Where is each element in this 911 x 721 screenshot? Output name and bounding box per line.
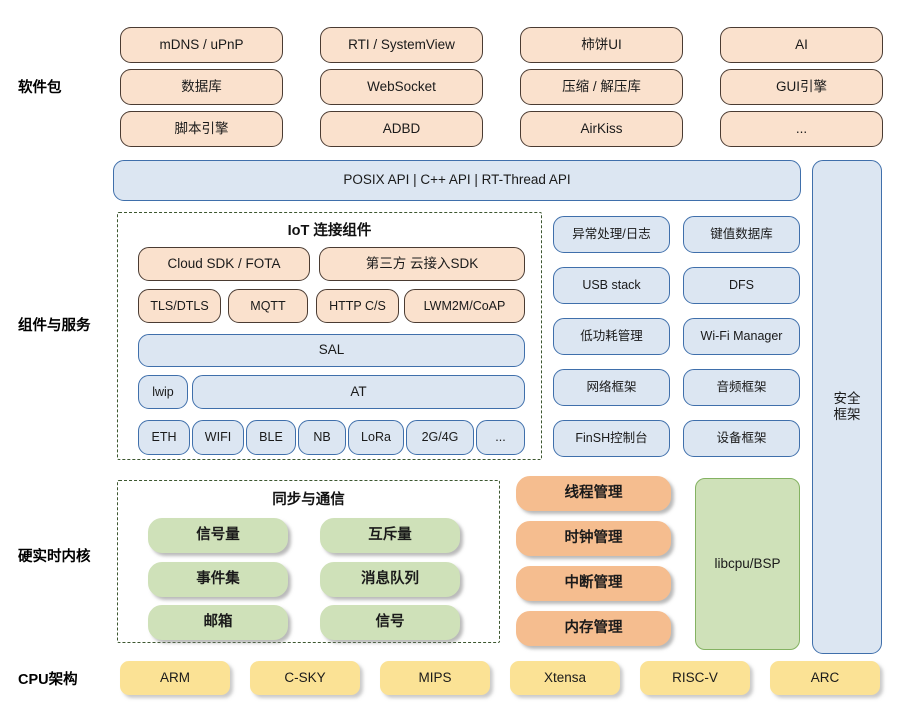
lwip-box[interactable]: lwip bbox=[138, 375, 188, 409]
link-2g-4g[interactable]: 2G/4G bbox=[406, 420, 474, 455]
link-other[interactable]: ... bbox=[476, 420, 525, 455]
component-usb-stack[interactable]: USB stack bbox=[553, 267, 670, 304]
link-eth[interactable]: ETH bbox=[138, 420, 190, 455]
row-label-cpu-architecture: CPU架构 bbox=[18, 672, 78, 688]
cpu-arch-riscv[interactable]: RISC-V bbox=[640, 661, 750, 695]
component-exception-log[interactable]: 异常处理/日志 bbox=[553, 216, 670, 253]
iot-group-title: IoT 连接组件 bbox=[287, 223, 372, 239]
component-network-framework[interactable]: 网络框架 bbox=[553, 369, 670, 406]
sync-mutex[interactable]: 互斥量 bbox=[320, 518, 460, 553]
component-audio-framework[interactable]: 音频框架 bbox=[683, 369, 800, 406]
security-framework-line2: 框架 bbox=[833, 407, 861, 422]
kernel-thread-management[interactable]: 线程管理 bbox=[516, 476, 671, 511]
software-package-item[interactable]: GUI引擎 bbox=[720, 69, 883, 105]
row-label-hard-realtime-kernel: 硬实时内核 bbox=[18, 549, 91, 565]
iot-tls-dtls[interactable]: TLS/DTLS bbox=[138, 289, 221, 323]
sync-signal[interactable]: 信号 bbox=[320, 605, 460, 640]
software-package-item[interactable]: 柿饼UI bbox=[520, 27, 683, 63]
software-package-item[interactable]: WebSocket bbox=[320, 69, 483, 105]
component-device-framework[interactable]: 设备框架 bbox=[683, 420, 800, 457]
libcpu-bsp-box[interactable]: libcpu/BSP bbox=[695, 478, 800, 650]
api-bar[interactable]: POSIX API | C++ API | RT-Thread API bbox=[113, 160, 801, 201]
sync-message-queue[interactable]: 消息队列 bbox=[320, 562, 460, 597]
iot-group-frame bbox=[117, 212, 542, 460]
sync-semaphore[interactable]: 信号量 bbox=[148, 518, 288, 553]
component-finsh-console[interactable]: FinSH控制台 bbox=[553, 420, 670, 457]
iot-mqtt[interactable]: MQTT bbox=[228, 289, 308, 323]
cpu-arch-arm[interactable]: ARM bbox=[120, 661, 230, 695]
software-package-item[interactable]: ... bbox=[720, 111, 883, 147]
row-label-components-services: 组件与服务 bbox=[18, 318, 91, 334]
iot-http-cs[interactable]: HTTP C/S bbox=[316, 289, 399, 323]
component-low-power-management[interactable]: 低功耗管理 bbox=[553, 318, 670, 355]
link-ble[interactable]: BLE bbox=[246, 420, 296, 455]
cpu-arch-mips[interactable]: MIPS bbox=[380, 661, 490, 695]
software-package-item[interactable]: mDNS / uPnP bbox=[120, 27, 283, 63]
sync-event-set[interactable]: 事件集 bbox=[148, 562, 288, 597]
cpu-arch-xtensa[interactable]: Xtensa bbox=[510, 661, 620, 695]
sync-mailbox[interactable]: 邮箱 bbox=[148, 605, 288, 640]
iot-cloud-sdk-fota[interactable]: Cloud SDK / FOTA bbox=[138, 247, 310, 281]
kernel-interrupt-management[interactable]: 中断管理 bbox=[516, 566, 671, 601]
sync-group-title: 同步与通信 bbox=[272, 492, 345, 508]
link-nb[interactable]: NB bbox=[298, 420, 346, 455]
component-kv-database[interactable]: 键值数据库 bbox=[683, 216, 800, 253]
security-framework-box[interactable]: 安全 框架 bbox=[812, 160, 882, 654]
software-package-item[interactable]: AirKiss bbox=[520, 111, 683, 147]
software-package-item[interactable]: ADBD bbox=[320, 111, 483, 147]
link-lora[interactable]: LoRa bbox=[348, 420, 404, 455]
security-framework-line1: 安全 bbox=[833, 390, 861, 406]
iot-third-party-cloud-sdk[interactable]: 第三方 云接入SDK bbox=[319, 247, 525, 281]
cpu-arch-arc[interactable]: ARC bbox=[770, 661, 880, 695]
software-package-item[interactable]: 压缩 / 解压库 bbox=[520, 69, 683, 105]
link-wifi[interactable]: WIFI bbox=[192, 420, 244, 455]
cpu-arch-csky[interactable]: C-SKY bbox=[250, 661, 360, 695]
software-package-item[interactable]: 脚本引擎 bbox=[120, 111, 283, 147]
row-label-software-packages: 软件包 bbox=[18, 80, 62, 96]
software-package-item[interactable]: RTI / SystemView bbox=[320, 27, 483, 63]
at-box[interactable]: AT bbox=[192, 375, 525, 409]
software-package-item[interactable]: 数据库 bbox=[120, 69, 283, 105]
component-wifi-manager[interactable]: Wi-Fi Manager bbox=[683, 318, 800, 355]
software-package-item[interactable]: AI bbox=[720, 27, 883, 63]
iot-lwm2m-coap[interactable]: LWM2M/CoAP bbox=[404, 289, 525, 323]
kernel-clock-management[interactable]: 时钟管理 bbox=[516, 521, 671, 556]
sync-group-frame bbox=[117, 480, 500, 643]
component-dfs[interactable]: DFS bbox=[683, 267, 800, 304]
sal-box[interactable]: SAL bbox=[138, 334, 525, 367]
kernel-memory-management[interactable]: 内存管理 bbox=[516, 611, 671, 646]
